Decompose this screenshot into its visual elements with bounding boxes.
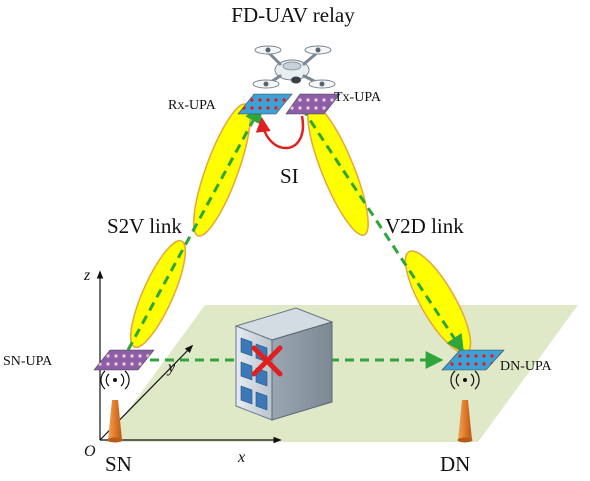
sn-antenna [100,370,130,443]
dn-upa [441,349,505,371]
axis-z-label: z [83,267,91,284]
rx-upa-label: Rx-UPA [168,98,217,113]
relay-label: FD-UAV relay [231,3,355,27]
tx-upa-label: Tx-UPA [334,90,382,105]
tx-upa [285,93,341,115]
v2d-link-line [300,107,464,354]
building-obstacle [234,307,334,421]
dn-label: DN [440,452,470,476]
axis-y-label: y [166,359,176,376]
rx-upa [237,93,293,115]
si-arrow [255,115,305,150]
blocked-link-mark [251,345,283,377]
axis-x-label: x [237,449,245,466]
dn-antenna [450,370,480,443]
sn-upa-label: SN-UPA [3,354,53,369]
uav-drone-icon [252,45,336,89]
s2v-link-line [126,104,262,351]
origin-label: O [84,443,96,460]
sn-upa [93,349,155,371]
v2d-beam-upper [307,104,369,236]
v2d-link-label: V2D link [385,214,464,238]
s2v-beam-upper [192,103,252,237]
s2v-link-label: S2V link [107,214,182,238]
si-label: SI [280,164,299,188]
dn-upa-label: DN-UPA [500,359,552,374]
sn-label: SN [105,452,132,476]
